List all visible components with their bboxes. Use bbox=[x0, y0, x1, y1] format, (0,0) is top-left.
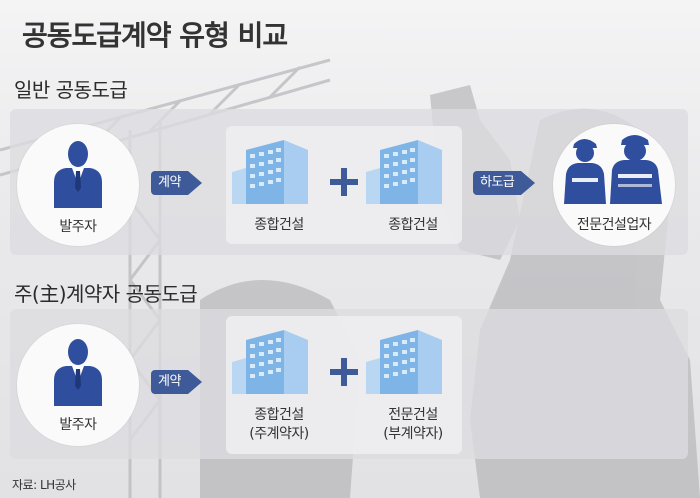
client-person-icon bbox=[54, 141, 102, 208]
plus-icon bbox=[328, 166, 360, 198]
arrow-right-icon bbox=[521, 171, 536, 195]
main-building-2-sublabel: (부계약자) bbox=[383, 426, 443, 442]
subcontract-arrow: 하도급 bbox=[473, 171, 536, 195]
general-building-2-icon bbox=[366, 140, 442, 204]
source-note: 자료: LH공사 bbox=[12, 478, 76, 492]
main-building-1-label: 종합건설 bbox=[254, 407, 304, 423]
client-label: 발주자 bbox=[59, 417, 97, 433]
general-building-1-label: 종합건설 bbox=[254, 217, 304, 233]
client-label: 발주자 bbox=[59, 219, 97, 235]
main-building-2-label: 전문건설 bbox=[388, 407, 438, 423]
contract-arrow-label: 계약 bbox=[151, 370, 188, 394]
plus-icon bbox=[328, 356, 360, 388]
general-building-1-icon bbox=[232, 140, 308, 204]
subcontract-arrow-label: 하도급 bbox=[473, 171, 522, 195]
general-building-2-label: 종합건설 bbox=[388, 217, 438, 233]
section-title-general: 일반 공동도급 bbox=[14, 78, 128, 102]
client-person-icon bbox=[54, 339, 102, 406]
main-building-2-icon bbox=[366, 330, 442, 394]
main-building-1-icon bbox=[232, 330, 308, 394]
workers-label: 전문건설업자 bbox=[576, 217, 652, 233]
contract-arrow: 계약 bbox=[151, 370, 202, 394]
contract-arrow: 계약 bbox=[151, 171, 202, 195]
main-building-1-sublabel: (주계약자) bbox=[249, 426, 309, 442]
contract-arrow-label: 계약 bbox=[151, 171, 188, 195]
workers-icon bbox=[564, 135, 662, 204]
section-title-main: 주(主)계약자 공동도급 bbox=[14, 282, 198, 306]
arrow-right-icon bbox=[187, 171, 202, 195]
arrow-right-icon bbox=[187, 370, 202, 394]
page-title: 공동도급계약 유형 비교 bbox=[22, 19, 288, 52]
